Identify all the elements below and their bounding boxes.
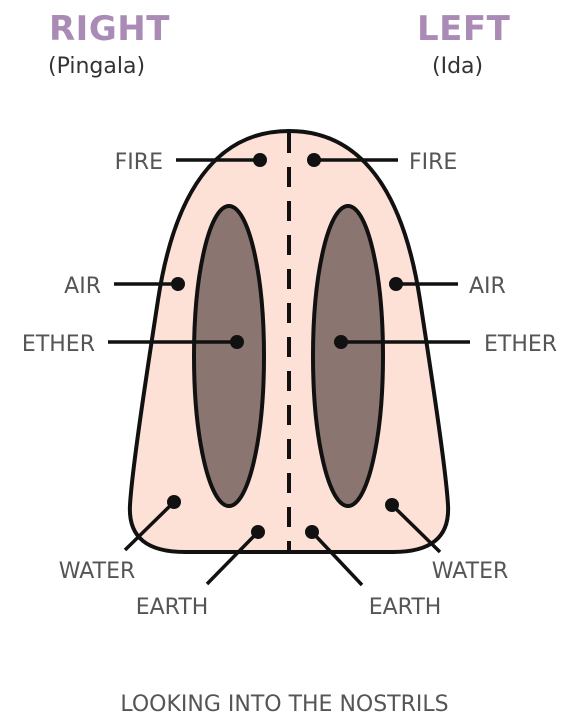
right-ether-label: ETHER — [22, 332, 95, 357]
right-earth-label: EARTH — [136, 595, 209, 620]
left-air-marker — [389, 277, 458, 291]
right-air-label: AIR — [64, 274, 101, 299]
right-fire-label: FIRE — [115, 150, 163, 175]
right-water-label: WATER — [59, 559, 136, 584]
left-ether-label: ETHER — [484, 332, 557, 357]
diagram-caption: LOOKING INTO THE NOSTRILS — [0, 694, 569, 716]
right-nostril — [194, 206, 264, 506]
left-water-label: WATER — [432, 559, 509, 584]
left-nostril — [313, 206, 383, 506]
right-air-marker — [114, 277, 185, 291]
left-fire-label: FIRE — [409, 150, 457, 175]
left-earth-label: EARTH — [369, 595, 442, 620]
left-air-label: AIR — [469, 274, 506, 299]
